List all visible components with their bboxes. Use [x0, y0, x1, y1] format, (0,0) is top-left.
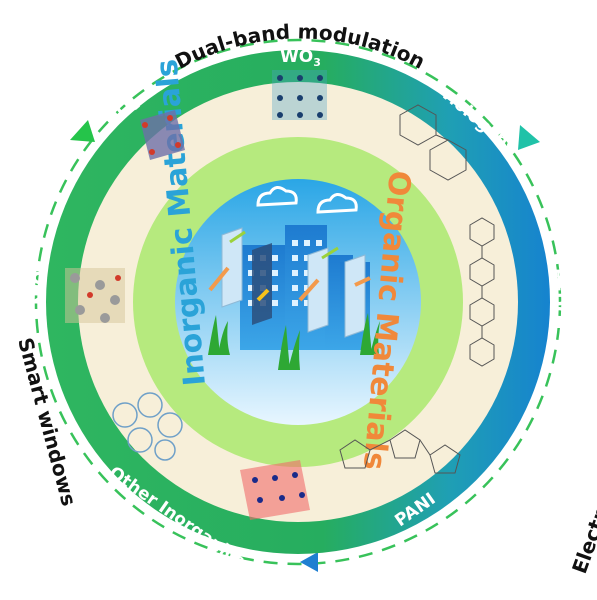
pedot-molecule-icon	[469, 217, 495, 367]
wo3-crystal-structure-icon	[272, 70, 327, 120]
pani-structure-icon	[240, 460, 310, 520]
pani-molecule-icon	[339, 429, 461, 474]
viologens-molecule-icon	[399, 104, 467, 181]
electrochromic-materials-label: Electrochromic materials	[567, 304, 597, 577]
window-panel-icon	[221, 227, 366, 338]
arrow-teal-icon	[518, 125, 540, 150]
cloud-icon	[256, 186, 298, 207]
grass-icon	[208, 313, 380, 370]
wo3-label: WO3	[280, 47, 321, 69]
nio-crystal-structure-icon	[65, 268, 125, 323]
tio2-crystal-structure-icon	[140, 110, 185, 160]
nio-label: NiO	[31, 270, 51, 305]
outer-dashed-ring	[34, 38, 562, 566]
arrow-green-icon	[70, 120, 95, 142]
cloud-icon	[316, 193, 358, 214]
arrow-blue-icon	[300, 552, 318, 572]
other-inorganic-structure-icon	[112, 392, 183, 461]
sun-ray-icon	[208, 230, 371, 302]
pedot-label: PEDOT	[548, 268, 568, 333]
